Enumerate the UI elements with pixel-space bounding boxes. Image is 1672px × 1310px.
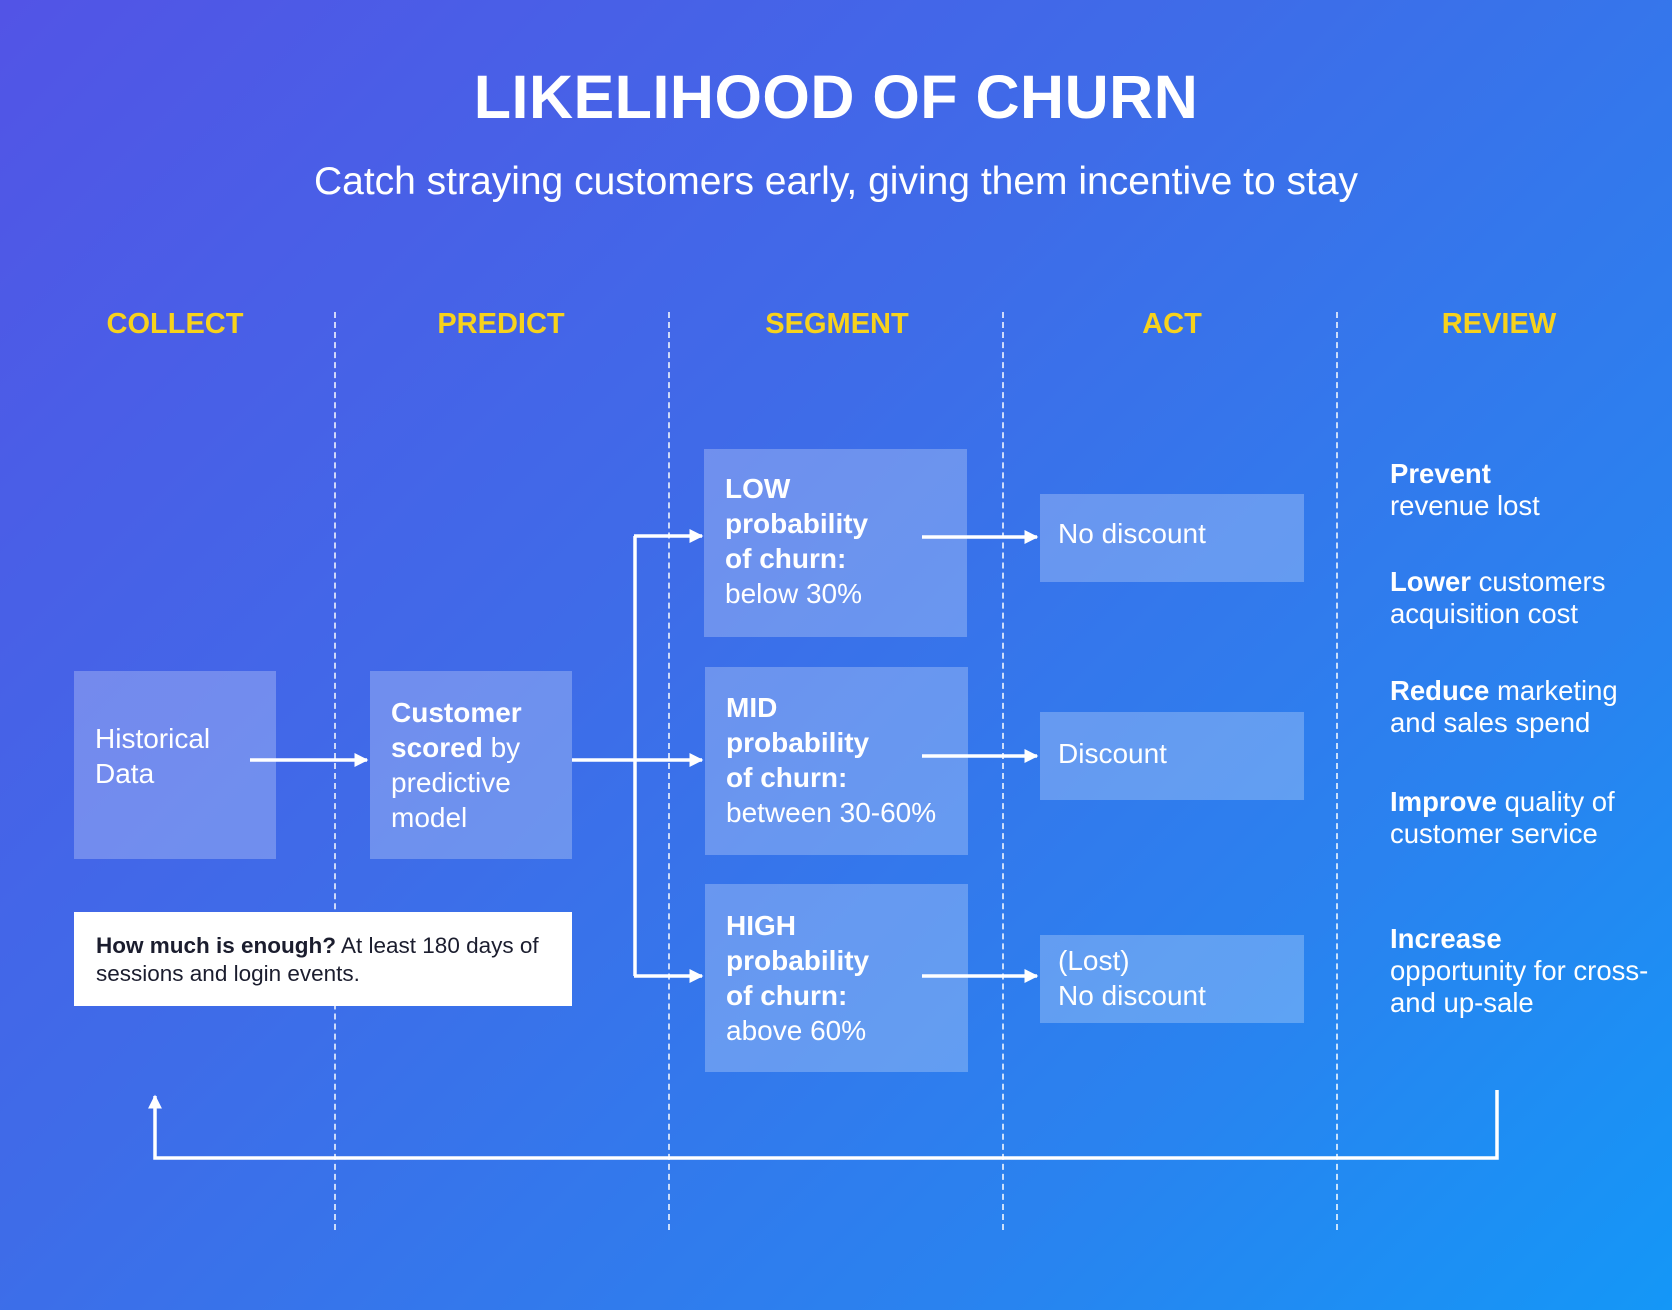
- action-no-discount-box: No discount: [1040, 494, 1304, 582]
- review-increase-text: opportunity for cross- and up-sale: [1390, 955, 1649, 1018]
- divider-segment-act: [1002, 312, 1004, 1230]
- action-mid-line1: Discount: [1058, 738, 1167, 769]
- historical-data-box: Historical Data: [74, 671, 276, 859]
- segment-high-prob: probability: [726, 945, 870, 976]
- review-item-lower: Lower customers acquisition cost: [1390, 566, 1660, 630]
- arrow-feedback-loop: [148, 1090, 1499, 1160]
- review-item-improve: Improve quality of customer service: [1390, 786, 1660, 850]
- segment-mid-prob: probability: [726, 727, 870, 758]
- review-reduce-bold: Reduce: [1390, 675, 1490, 706]
- action-discount-box: Discount: [1040, 712, 1304, 800]
- action-high-line1: (Lost): [1058, 945, 1130, 976]
- historical-data-line2: Data: [95, 758, 155, 789]
- stage-review: REVIEW: [1441, 308, 1557, 340]
- action-high-line2: No discount: [1058, 980, 1206, 1011]
- segment-high-box: HIGH probability of churn: above 60%: [705, 884, 968, 1072]
- action-lost-box: (Lost) No discount: [1040, 935, 1304, 1023]
- review-lower-text: customers acquisition cost: [1390, 566, 1606, 629]
- segment-high-level: HIGH: [726, 910, 796, 941]
- segment-mid-range: between 30-60%: [726, 797, 937, 828]
- predict-line4: model: [391, 802, 468, 833]
- predict-line2-rest: by: [482, 732, 521, 763]
- historical-data-line1: Historical: [95, 723, 211, 754]
- data-requirement-note: How much is enough? At least 180 days of…: [74, 912, 572, 1006]
- segment-low-of: of churn:: [725, 543, 847, 574]
- predict-line2-bold: scored: [391, 732, 483, 763]
- stage-predict: PREDICT: [437, 308, 565, 340]
- segment-low-range: below 30%: [725, 578, 862, 609]
- note-answer: At least 180 days of sessions and login …: [96, 933, 539, 986]
- stage-act: ACT: [1142, 308, 1202, 340]
- segment-mid-box: MID probability of churn: between 30-60%: [705, 667, 968, 855]
- segment-high-of: of churn:: [726, 980, 848, 1011]
- note-question: How much is enough?: [96, 933, 336, 958]
- stage-segment: SEGMENT: [765, 308, 909, 340]
- stage-collect: COLLECT: [106, 308, 244, 340]
- review-improve-text: quality of customer service: [1390, 786, 1615, 849]
- predict-line3: predictive: [391, 767, 511, 798]
- review-item-reduce: Reduce marketing and sales spend: [1390, 675, 1660, 739]
- action-low-line1: No discount: [1058, 518, 1206, 549]
- segment-low-level: LOW: [725, 473, 791, 504]
- review-prevent-text: revenue lost: [1390, 490, 1540, 521]
- page-subtitle: Catch straying customers early, giving t…: [313, 160, 1359, 203]
- review-increase-bold: Increase: [1390, 923, 1502, 954]
- review-prevent-bold: Prevent: [1390, 458, 1491, 489]
- divider-act-review: [1336, 312, 1338, 1230]
- segment-low-box: LOW probability of churn: below 30%: [704, 449, 967, 637]
- review-reduce-text: marketing and sales spend: [1390, 675, 1618, 738]
- segment-low-prob: probability: [725, 508, 869, 539]
- predict-line1: Customer: [391, 697, 522, 728]
- segment-mid-level: MID: [726, 692, 778, 723]
- review-lower-bold: Lower: [1390, 566, 1471, 597]
- page-title: LIKELIHOOD OF CHURN: [473, 63, 1199, 131]
- divider-collect-predict: [334, 312, 336, 1230]
- segment-high-range: above 60%: [726, 1015, 867, 1046]
- segment-mid-of: of churn:: [726, 762, 848, 793]
- divider-predict-segment: [668, 312, 670, 1230]
- review-improve-bold: Improve: [1390, 786, 1497, 817]
- predict-box: Customer scored by predictive model: [370, 671, 572, 859]
